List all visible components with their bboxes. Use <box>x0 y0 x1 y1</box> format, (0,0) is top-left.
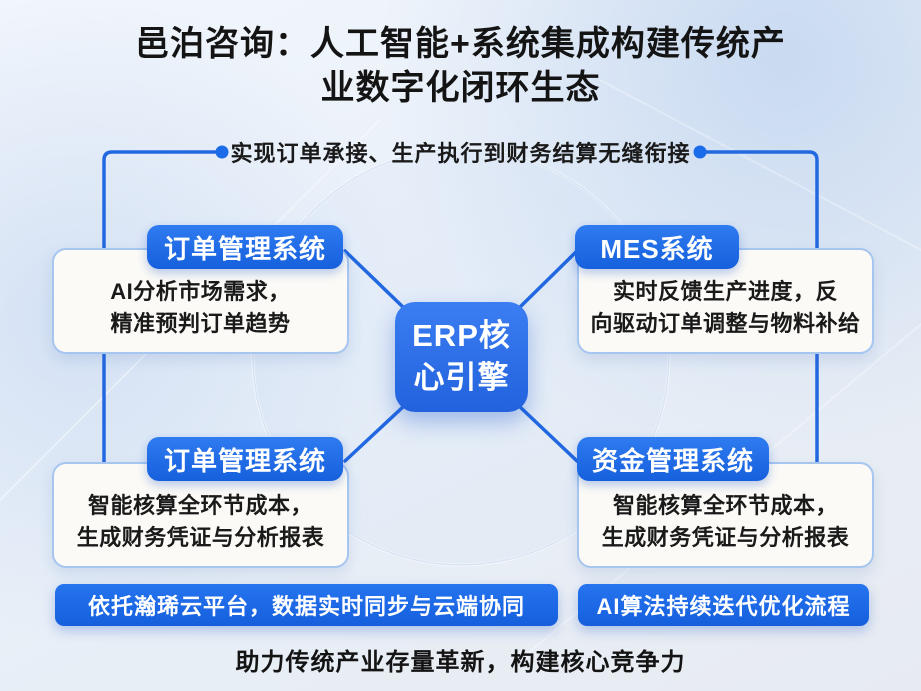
card-body-text: AI分析市场需求， 精准预判订单趋势 <box>110 279 291 336</box>
card-body-text: 智能核算全环节成本， 生成财务凭证与分析报表 <box>601 493 850 550</box>
connector-dot-left <box>215 145 229 159</box>
card-body-text: 实时反馈生产进度，反 向驱动订单调整与物料补给 <box>590 279 861 336</box>
connector-diagonal-bottom-left <box>343 404 406 463</box>
subtitle-text: 实现订单承接、生产执行到财务结算无缝衔接 <box>230 141 691 166</box>
connector-diagonal-top-left <box>343 249 406 310</box>
card-body-text: 智能核算全环节成本， 生成财务凭证与分析报表 <box>76 493 325 550</box>
background-circle <box>251 147 671 567</box>
page-title: 邑泊咨询：人工智能+系统集成构建传统产 业数字化闭环生态 <box>135 25 786 108</box>
card-header-fund-management: 资金管理系统 <box>577 437 769 481</box>
erp-core-engine-node: ERP核 心引擎 <box>395 302 528 412</box>
connector-diagonal-bottom-right <box>517 404 579 463</box>
connector-right-bracket <box>700 150 819 463</box>
connector-dot-right <box>693 145 707 159</box>
connector-diagonal-top-right <box>517 249 579 310</box>
bottom-bar-cloud-platform: 依托瀚琋云平台，数据实时同步与云端协同 <box>55 584 558 626</box>
bottom-bar-ai-algorithm: AI算法持续迭代优化流程 <box>578 584 869 626</box>
card-header-mes-system: MES系统 <box>575 225 739 269</box>
card-header-order-management-top: 订单管理系统 <box>147 225 343 269</box>
card-header-order-management-bottom: 订单管理系统 <box>147 437 343 481</box>
connector-left-bracket <box>102 150 222 463</box>
background-streak <box>599 79 921 252</box>
footer-slogan: 助力传统产业存量革新，构建核心竞争力 <box>235 649 686 676</box>
